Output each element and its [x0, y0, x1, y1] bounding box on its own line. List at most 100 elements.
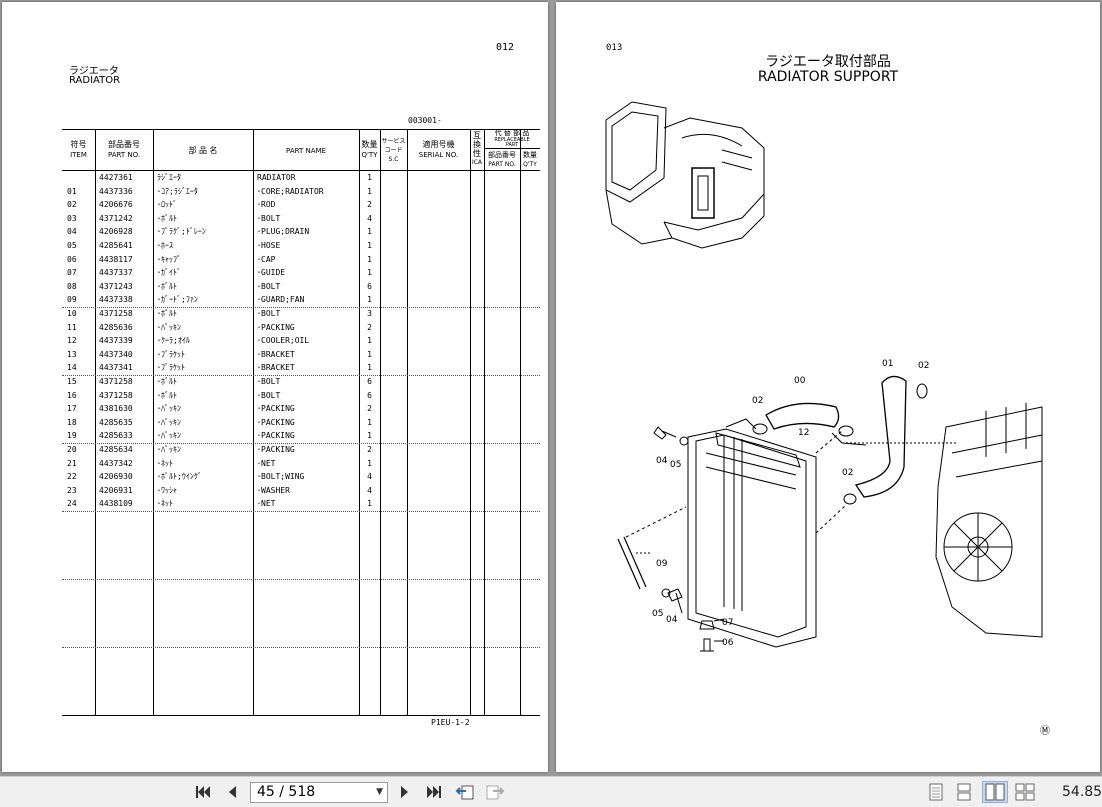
- row-14-qty: 1: [367, 363, 372, 373]
- two-page-continuous-view-button[interactable]: [1012, 781, 1038, 803]
- row-9-item: 09: [67, 295, 77, 305]
- diagram-title-jp: ラジエータ取付部品: [765, 54, 891, 70]
- row-0-qty: 1: [367, 173, 372, 182]
- prev-page-button[interactable]: [221, 782, 243, 802]
- row-4-qty: 1: [367, 227, 372, 237]
- row-0-name-jp: ﾗｼﾞｴｰﾀ: [157, 173, 181, 182]
- row-19-partno: 4285633: [99, 431, 133, 441]
- last-page-button[interactable]: [423, 782, 445, 802]
- row-9-name-jp: ･ｶﾞｰﾄﾞ;ﾌｧﾝ: [157, 295, 198, 305]
- row-9-partno: 4437338: [99, 295, 133, 305]
- row-2-name-en: ･ROD: [257, 200, 276, 210]
- row-12-name-en: ･COOLER;OIL: [257, 336, 310, 346]
- row-2-item: 02: [67, 200, 77, 210]
- row-7-partno: 4437337: [99, 268, 133, 278]
- row-13-qty: 1: [367, 349, 372, 359]
- row-22-partno: 4206930: [99, 472, 133, 482]
- row-16-qty: 6: [367, 390, 372, 400]
- next-page-button[interactable]: [394, 782, 416, 802]
- row-10-qty: 3: [367, 309, 372, 318]
- radiator-exploded-diagram: 01 02 00 02 12 04 05 02 09 05 04 07 06: [617, 359, 1043, 652]
- row-23-item: 23: [67, 485, 77, 495]
- row-18-partno: 4285635: [99, 417, 133, 427]
- row-11-name-jp: ･ﾊﾟｯｷﾝ: [157, 322, 181, 332]
- row-7-name-jp: ･ｶﾞｲﾄﾞ: [157, 268, 181, 278]
- serial-reference: 003001-: [408, 116, 442, 125]
- row-11-qty: 2: [367, 322, 372, 332]
- row-19-name-en: ･PACKING: [257, 431, 295, 441]
- row-15-qty: 6: [367, 377, 372, 386]
- diagram-title-en: RADIATOR SUPPORT: [757, 69, 899, 85]
- single-page-view-button[interactable]: [923, 781, 949, 803]
- row-4-name-en: ･PLUG;DRAIN: [257, 227, 310, 237]
- go-back-button[interactable]: [454, 782, 476, 802]
- row-21-name-en: ･NET: [257, 458, 276, 468]
- row-22-qty: 4: [367, 472, 372, 482]
- row-3-qty: 4: [367, 213, 372, 223]
- row-7-name-en: ･GUIDE: [257, 268, 286, 278]
- row-18-qty: 1: [367, 417, 372, 427]
- row-10-item: 10: [67, 309, 77, 318]
- row-5-name-en: ･HOSE: [257, 241, 281, 250]
- continuous-view-button[interactable]: [951, 781, 977, 803]
- manufacturer-mark: Ⓜ: [1040, 726, 1050, 737]
- row-0-partno: 4427361: [99, 173, 133, 182]
- row-7-qty: 1: [367, 268, 372, 278]
- row-5-qty: 1: [367, 241, 372, 250]
- page-number-select[interactable]: 45 / 518 ▼: [250, 782, 388, 803]
- row-18-name-en: ･PACKING: [257, 417, 295, 427]
- callout-05: 05: [670, 460, 681, 470]
- header-part-name: PART NAME: [286, 147, 326, 155]
- row-21-qty: 1: [367, 458, 372, 468]
- row-8-name-en: ･BOLT: [257, 281, 281, 291]
- row-19-name-jp: ･ﾊﾟｯｷﾝ: [157, 431, 181, 441]
- row-15-partno: 4371258: [99, 377, 133, 386]
- row-8-partno: 4371243: [99, 281, 133, 291]
- row-19-item: 19: [67, 431, 77, 441]
- row-1-name-en: ･CORE;RADIATOR: [257, 186, 324, 196]
- callout-02: 02: [918, 361, 929, 371]
- row-6-item: 06: [67, 254, 77, 264]
- row-20-name-en: ･PACKING: [257, 445, 295, 454]
- go-forward-icon: [486, 785, 505, 800]
- row-19-qty: 1: [367, 431, 372, 441]
- go-forward-button[interactable]: [484, 782, 506, 802]
- row-6-partno: 4438117: [99, 254, 133, 264]
- row-12-qty: 1: [367, 336, 372, 346]
- row-21-item: 21: [67, 458, 77, 468]
- continuous-page-icon: [957, 783, 971, 801]
- row-14-partno: 4437341: [99, 363, 133, 373]
- row-22-name-jp: ･ﾎﾞﾙﾄ;ｳｲﾝｸﾞ: [157, 472, 202, 482]
- row-13-partno: 4437340: [99, 349, 133, 359]
- row-3-partno: 4371242: [99, 213, 133, 223]
- right-page: 013 ラジエータ取付部品 RADIATOR SUPPORT: [556, 2, 1100, 772]
- row-4-item: 04: [67, 227, 77, 237]
- row-11-item: 11: [67, 322, 77, 332]
- row-23-partno: 4206931: [99, 485, 133, 495]
- row-3-item: 03: [67, 213, 77, 223]
- two-page-continuous-icon: [1015, 783, 1035, 801]
- row-4-name-jp: ･ﾌﾟﾗｸﾞ;ﾄﾞﾚｰﾝ: [157, 227, 206, 237]
- row-6-name-jp: ･ｷｬｯﾌﾟ: [157, 254, 181, 264]
- zoom-level[interactable]: 54.85%: [1062, 784, 1102, 800]
- callout-05: 05: [652, 609, 663, 619]
- row-5-name-jp: ･ﾎｰｽ: [157, 241, 173, 250]
- row-24-partno: 4438109: [99, 499, 133, 509]
- row-2-qty: 2: [367, 200, 372, 210]
- row-5-item: 05: [67, 241, 77, 250]
- next-page-icon: [401, 786, 408, 798]
- row-23-qty: 4: [367, 485, 372, 495]
- callout-01: 01: [882, 359, 893, 369]
- two-page-view-button[interactable]: [982, 781, 1008, 803]
- row-12-item: 12: [67, 336, 77, 346]
- single-page-icon: [929, 783, 943, 801]
- row-10-partno: 4371258: [99, 309, 133, 318]
- row-1-name-jp: ･ｺｱ;ﾗｼﾞｴｰﾀ: [157, 186, 198, 196]
- row-16-item: 16: [67, 390, 77, 400]
- first-page-button[interactable]: [192, 782, 214, 802]
